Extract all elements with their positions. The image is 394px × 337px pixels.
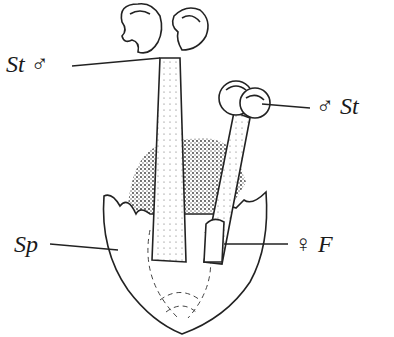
filament [152,58,186,262]
female-flower [204,219,224,262]
leader-line [50,58,310,250]
part-label: ♀ F [294,232,333,256]
anther [219,81,270,118]
filament [204,112,250,264]
part-label: St ♂ [6,52,49,76]
part-label: ♂ St [316,94,359,118]
part-label: Sp [14,232,38,256]
anther [121,4,208,53]
